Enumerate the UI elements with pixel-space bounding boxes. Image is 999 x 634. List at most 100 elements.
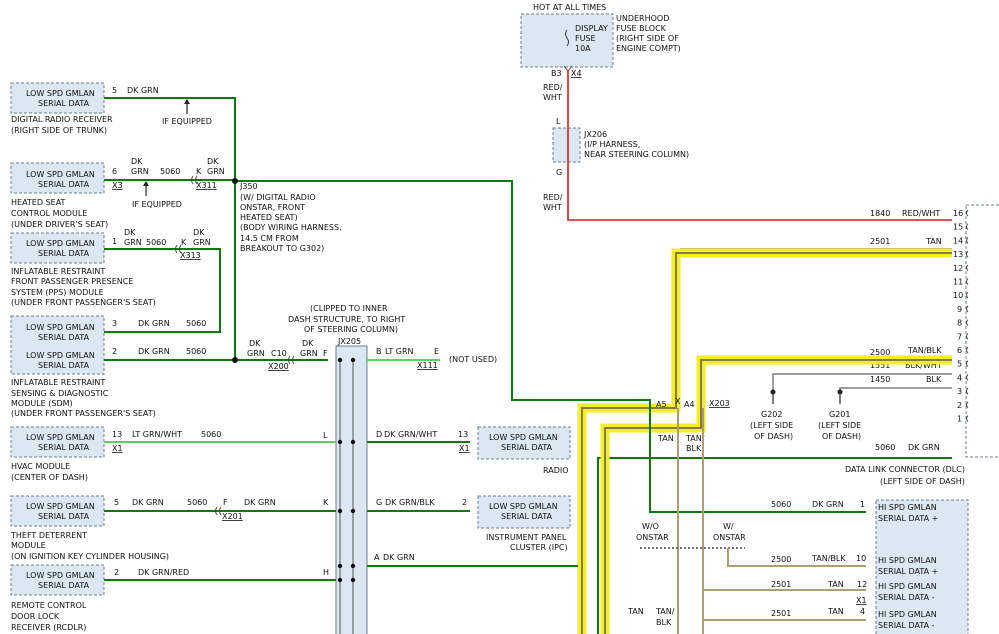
onstar-w-2: ONSTAR bbox=[713, 533, 746, 542]
dlc-pin-terminal bbox=[966, 209, 969, 217]
theft-wire-2: DK GRN bbox=[244, 498, 276, 507]
radio-label-1: LOW SPD GMLAN bbox=[489, 433, 558, 442]
dlc-pin4-wire: BLK bbox=[926, 375, 942, 384]
hvac-module bbox=[10, 426, 105, 458]
j350-line-4: (BODY WIRING HARNESS, bbox=[240, 223, 342, 232]
dlc-pin-number: 3 bbox=[957, 387, 962, 396]
heated-seat-pin: 6 bbox=[112, 167, 117, 176]
c10-wire-1: DK bbox=[249, 339, 261, 348]
onstar-w-1: W/ bbox=[723, 522, 734, 531]
display-fuse-word: FUSE bbox=[575, 34, 596, 43]
c10-label: C10 bbox=[271, 349, 287, 358]
rcdlr-module bbox=[10, 564, 105, 596]
radio-label-2: SERIAL DATA bbox=[501, 443, 553, 452]
j350-name: J350 bbox=[239, 182, 258, 191]
theft-name-3: (ON IGNITION KEY CYLINDER HOUSING) bbox=[11, 552, 169, 561]
dlc-pin-terminal bbox=[966, 401, 969, 409]
rcdlr-pin-h: H bbox=[323, 568, 329, 577]
underhood-fuse-block bbox=[520, 13, 614, 68]
c10-wire-4: GRN bbox=[300, 349, 318, 358]
dlc-pin-number: 5 bbox=[957, 360, 962, 369]
hs-pin4-wire: TAN bbox=[827, 607, 844, 616]
red-wht-label-top-2: WHT bbox=[543, 93, 562, 102]
not-used-label: (NOT USED) bbox=[449, 355, 497, 364]
blk-wht-wire-pin5 bbox=[772, 373, 952, 392]
pin-a-wire: DK GRN bbox=[383, 553, 415, 562]
x203-connector: X203 bbox=[709, 399, 730, 408]
j350-splice bbox=[232, 178, 238, 184]
x203-x-mark: X bbox=[675, 397, 681, 406]
theft-wire: DK GRN bbox=[132, 498, 164, 507]
rcdlr-label-1: LOW SPD GMLAN bbox=[26, 571, 95, 580]
red-wht-label-bottom-2: WHT bbox=[543, 203, 562, 212]
dlc-pin-number: 13 bbox=[953, 250, 963, 259]
dlc-pin1-circuit: 5060 bbox=[875, 443, 895, 452]
pps-name-4: (UNDER FRONT PASSENGER'S SEAT) bbox=[11, 298, 156, 307]
hs-label-2: HI SPD GMLAN bbox=[878, 556, 937, 565]
radio-conn-x1: X1 bbox=[459, 444, 470, 453]
dlc-pin6-circuit: 2500 bbox=[870, 348, 890, 357]
dlc-pin-number: 12 bbox=[953, 264, 963, 273]
sdm-label-1a: LOW SPD GMLAN bbox=[26, 323, 95, 332]
tanblk-wire-highlighted bbox=[604, 359, 952, 634]
hvac-name-2: (CENTER OF DASH) bbox=[11, 473, 88, 482]
dlc-pin-terminal bbox=[966, 415, 969, 422]
hvac-label-1: LOW SPD GMLAN bbox=[26, 433, 95, 442]
hvac-pin: 13 bbox=[112, 430, 122, 439]
theft-name-1: THEFT DETERRENT bbox=[10, 531, 87, 540]
pps-wire-2: GRN bbox=[124, 238, 142, 247]
bottom-tanblk-label-1: TAN/ bbox=[655, 607, 675, 616]
dk-grn-wire-dlc-pin1 bbox=[597, 457, 952, 634]
jx205-name: JX205 bbox=[337, 337, 361, 346]
jx205-junction-dot bbox=[337, 439, 343, 445]
jx205-clip-3: OF STEERING COLUMN) bbox=[304, 325, 398, 334]
pps-wire-1: DK bbox=[124, 228, 136, 237]
rcdlr-name-1: REMOTE CONTROL bbox=[11, 601, 87, 610]
pps-name-3: SYSTEM (PPS) MODULE bbox=[11, 288, 104, 297]
if-equipped-arrowhead-2 bbox=[143, 181, 149, 186]
dlc-pin-number: 6 bbox=[957, 346, 962, 355]
theft-deterrent-module bbox=[10, 495, 105, 527]
c10-wire-2: GRN bbox=[247, 349, 265, 358]
hs-pin4-circuit: 2501 bbox=[771, 609, 791, 618]
dk-grn-wire-pps bbox=[104, 248, 221, 333]
dlc-name: DATA LINK CONNECTOR (DLC) bbox=[845, 465, 965, 474]
red-wht-label-top-1: RED/ bbox=[543, 83, 563, 92]
dlc-pin-terminal bbox=[966, 237, 969, 244]
radio-receiver-label-1: LOW SPD GMLAN bbox=[26, 89, 95, 98]
dlc-pin16-wire: RED/WHT bbox=[902, 209, 940, 218]
hvac-name-1: HVAC MODULE bbox=[11, 462, 70, 471]
fuse-block-location-2: FUSE BLOCK bbox=[616, 24, 667, 33]
rcdlr-label-2: SERIAL DATA bbox=[38, 581, 90, 590]
jx205-junction-dot bbox=[350, 563, 356, 569]
sdm-label-1b: LOW SPD GMLAN bbox=[26, 351, 95, 360]
sdm-name-3: MODULE (SDM) bbox=[11, 399, 73, 408]
heated-seat-name-2: CONTROL MODULE bbox=[11, 209, 87, 218]
dlc-location: (LEFT SIDE OF DASH) bbox=[880, 477, 965, 486]
onstar-wo-1: W/O bbox=[642, 522, 659, 531]
hs-pin1-wire: DK GRN bbox=[812, 500, 844, 509]
heated-seat-wire-2: GRN bbox=[131, 167, 149, 176]
fuse-block-location-3: (RIGHT SIDE OF bbox=[616, 34, 679, 43]
g202-label: G202 bbox=[761, 410, 782, 419]
sdm-name-2: SENSING & DIAGNOSTIC bbox=[11, 389, 109, 398]
dlc-pin-terminal bbox=[966, 332, 969, 340]
pps-label-2: SERIAL DATA bbox=[38, 249, 90, 258]
if-equipped-arrowhead-1 bbox=[184, 99, 190, 104]
theft-pin-k: K bbox=[323, 498, 329, 507]
theft-label-2: SERIAL DATA bbox=[38, 512, 90, 521]
radio-wire: DK GRN/WHT bbox=[384, 430, 437, 439]
heated-seat-conn-x3: X3 bbox=[112, 181, 123, 190]
pps-name-1: INFLATABLE RESTRAINT bbox=[11, 267, 105, 276]
sdm-name-4: (UNDER FRONT PASSENGER'S SEAT) bbox=[11, 409, 156, 418]
jx205-junction-dot bbox=[350, 357, 356, 363]
dlc-pin-terminal bbox=[966, 374, 969, 381]
dlc-pin-terminal bbox=[966, 278, 969, 285]
dlc-pin-terminal bbox=[966, 305, 969, 313]
hot-at-all-times-label: HOT AT ALL TIMES bbox=[533, 3, 606, 12]
jx205-junction-dot bbox=[337, 577, 343, 583]
sdm-label-2b: SERIAL DATA bbox=[38, 361, 90, 370]
sdm-name-1: INFLATABLE RESTRAINT bbox=[11, 378, 105, 387]
